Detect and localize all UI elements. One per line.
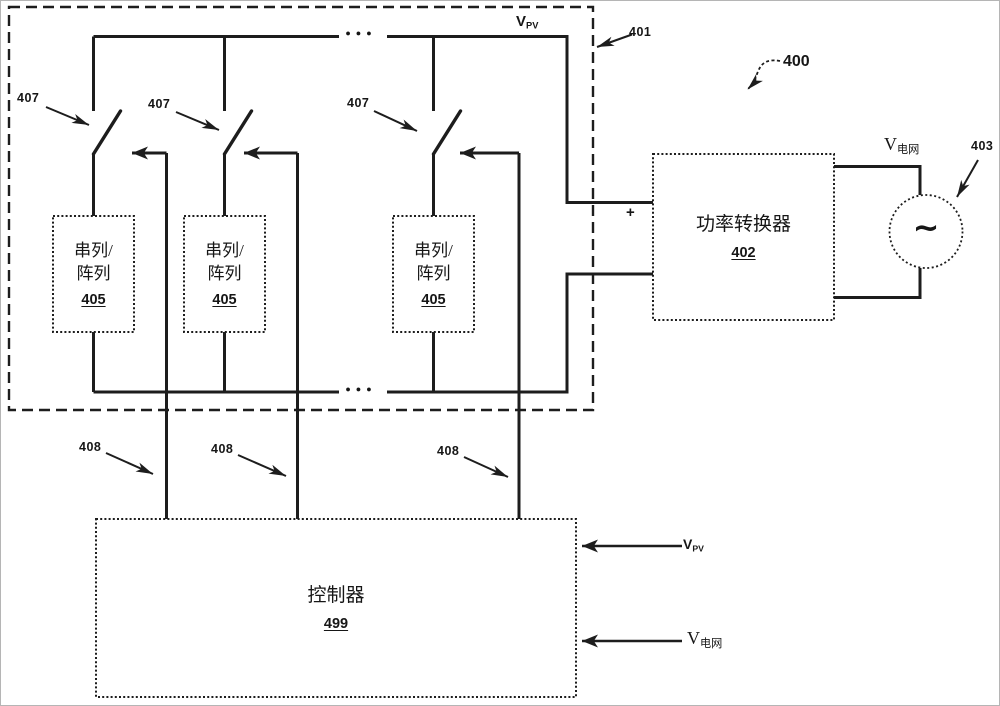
ref-407-1: 407 [17,91,40,105]
controller-input-arrows [582,539,682,648]
switch-blades [91,109,463,156]
converter-title: 功率转换器 [695,214,791,236]
ref-407-3: 407 [347,96,370,110]
vgrid-top-base: V [884,134,897,154]
converter-ref: 402 [731,244,756,261]
sense-lines-vertical [165,153,521,519]
array-3-line2: 阵列 [416,263,451,283]
vpv-ctrl-sub: PV [692,543,704,554]
leader-400 [746,59,781,91]
converter-to-grid-wires [834,165,922,299]
array-2-ref: 405 [212,291,237,308]
bus-ellipsis-bottom: ●●● [345,384,377,394]
ref-407-2: 407 [148,97,171,111]
ref-403: 403 [971,139,994,153]
converter-box [652,153,835,321]
switch-blade-1 [91,109,123,156]
leader-407-1 [45,106,90,126]
top-bus-to-converter [387,35,653,204]
leader-408-1 [105,452,154,475]
ref-401: 401 [629,25,652,39]
switch-top-stubs [92,36,435,111]
controller-title: 控制器 [307,585,365,607]
vgrid-ctrl-base: V [687,628,700,648]
leader-407-2 [175,111,220,131]
bottom-bus-to-converter [387,272,653,394]
array-block-1: 串列/ 阵列 405 [53,216,134,332]
ref-408-3: 408 [437,444,460,458]
pv-section-dashed-border [7,5,595,412]
leader-403 [956,159,979,198]
vgrid-controller-label: V电网 [687,628,722,651]
vpv-controller-label: VPV [683,536,704,553]
vpv-bus-label: VPV [516,13,538,31]
vgrid-ctrl-sub: 电网 [700,638,723,651]
converter-plus-sign: + [626,204,635,221]
array-1-line2: 阵列 [76,263,111,283]
controller-block: 控制器 499 [96,519,576,697]
bus-ellipsis-top: ●●● [345,28,377,38]
circuit-wires [92,35,922,519]
controller-box [95,518,577,698]
array-box-3 [392,215,475,333]
switch-bottom-stubs [92,153,435,216]
ref-400: 400 [783,53,810,70]
array-block-2: 串列/ 阵列 405 [184,216,265,332]
vgrid-top-sub: 电网 [897,144,920,157]
leader-408-3 [463,456,509,478]
array-2-line2: 阵列 [207,263,242,283]
array-1-ref: 405 [81,291,106,308]
vgrid-top-label: V电网 [884,134,919,157]
array-to-bus-stubs [92,332,435,392]
array-1-line1: 串列/ [74,241,113,261]
switch-blade-3 [431,109,463,156]
array-box-2 [183,215,266,333]
vpv-bus-base: V [516,13,527,30]
vpv-bus-sub: PV [526,20,539,31]
array-block-3: 串列/ 阵列 405 [393,216,474,332]
array-box-1 [52,215,135,333]
controller-ref: 499 [323,615,349,632]
ac-source-circle [888,194,964,269]
leader-407-3 [373,110,418,132]
array-2-line1: 串列/ [205,241,244,261]
vpv-ctrl-base: V [683,536,693,552]
leader-408-2 [237,454,287,477]
array-3-ref: 405 [421,291,446,308]
leader-401 [596,33,633,48]
ac-wave-symbol: ~ [912,208,940,246]
leader-arrows [45,33,979,478]
ref-408-2: 408 [211,442,234,456]
array-3-line1: 串列/ [414,241,453,261]
converter-block: 功率转换器 402 [653,154,834,320]
switch-blade-2 [222,109,254,156]
ref-408-1: 408 [79,440,102,454]
